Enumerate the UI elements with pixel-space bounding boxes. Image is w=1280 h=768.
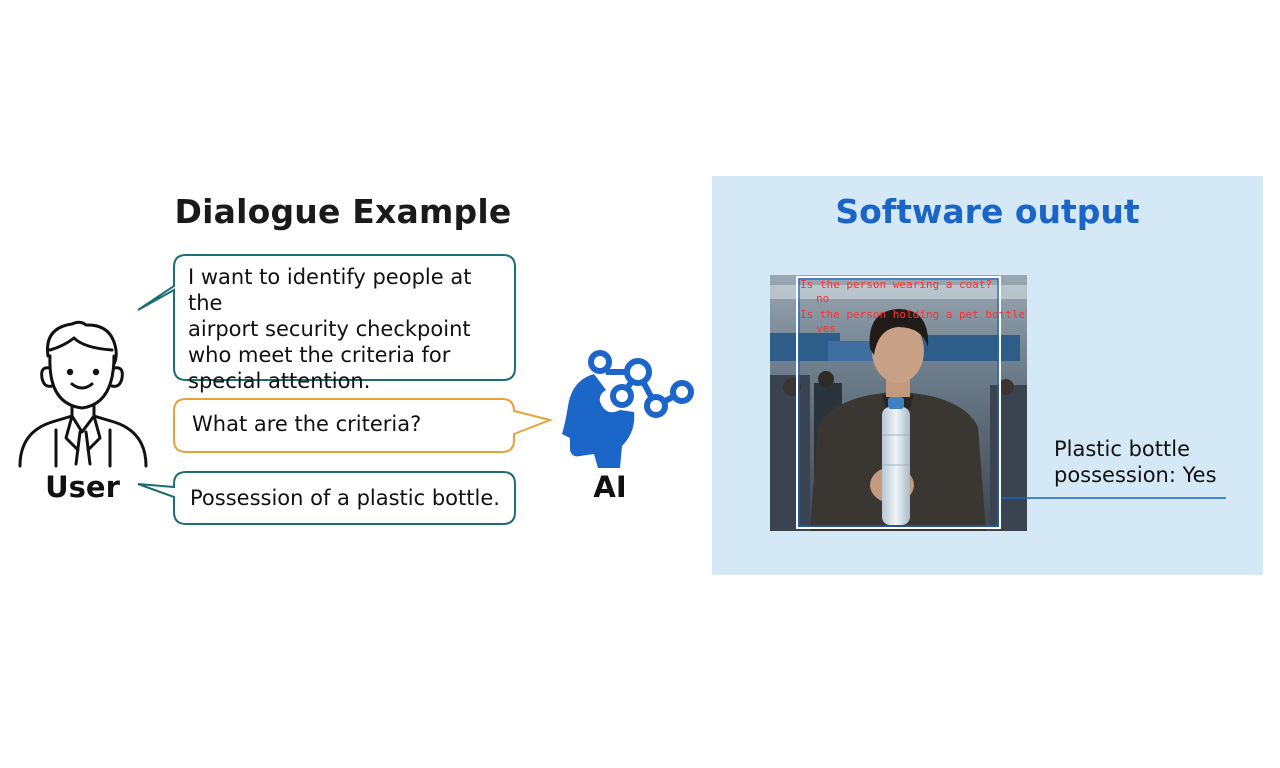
airport-photo: Is the person wearing a coat? no Is the …: [770, 275, 1027, 531]
overlay-answer-2: yes: [816, 322, 836, 335]
overlay-answer-1: no: [816, 292, 829, 305]
ai-head-icon: [562, 350, 694, 468]
software-output-title: Software output: [835, 192, 1140, 231]
user-bubble-1: [137, 254, 516, 381]
ai-bubble: [173, 398, 554, 453]
dialogue-title: Dialogue Example: [174, 192, 512, 231]
user-label: User: [45, 470, 120, 504]
overlay-question-1: Is the person wearing a coat?: [800, 278, 992, 291]
bottle-possession-result: Plastic bottle possession: Yes: [1054, 437, 1217, 487]
user-icon: [18, 320, 148, 468]
user-message-2: Possession of a plastic bottle.: [190, 486, 500, 510]
overlay-question-2: Is the person holding a pet bottle?: [800, 308, 1027, 321]
ai-label: AI: [593, 470, 627, 504]
user-bubble-2: [137, 471, 516, 525]
ai-message: What are the criteria?: [192, 412, 422, 436]
user-message-1: I want to identify people at the airport…: [188, 265, 472, 393]
